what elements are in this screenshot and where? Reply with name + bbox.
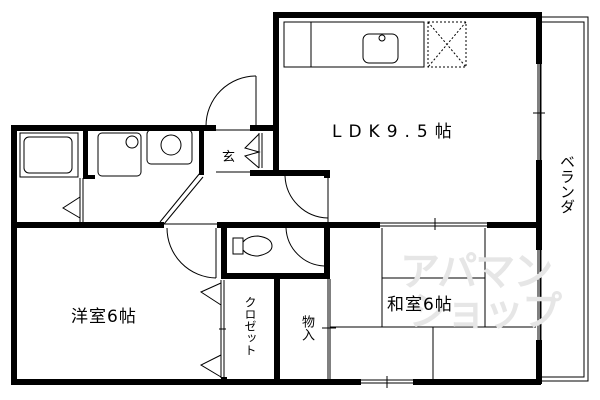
- watermark: アパマン ショップ: [400, 249, 562, 335]
- wall: [273, 12, 541, 18]
- western-room-label: 洋室6帖: [71, 307, 137, 327]
- fridge-space: [427, 21, 467, 68]
- entrance-label: 玄: [222, 150, 236, 165]
- bathtub: [19, 132, 79, 178]
- closet-label: クロゼット: [243, 296, 257, 356]
- washing-machine: [97, 132, 142, 177]
- washbasin: [146, 129, 193, 165]
- sink: [362, 33, 399, 64]
- toilet-bowl: [242, 235, 273, 257]
- veranda-label: ベランダ: [558, 154, 576, 214]
- ldk-label: LDK9.5帖: [332, 122, 459, 142]
- storage-label: 物入: [299, 315, 314, 341]
- toilet-tank: [232, 237, 244, 255]
- kitchen-counter: [283, 21, 425, 68]
- japanese-room-label: 和室6帖: [387, 295, 453, 315]
- wall: [273, 12, 279, 174]
